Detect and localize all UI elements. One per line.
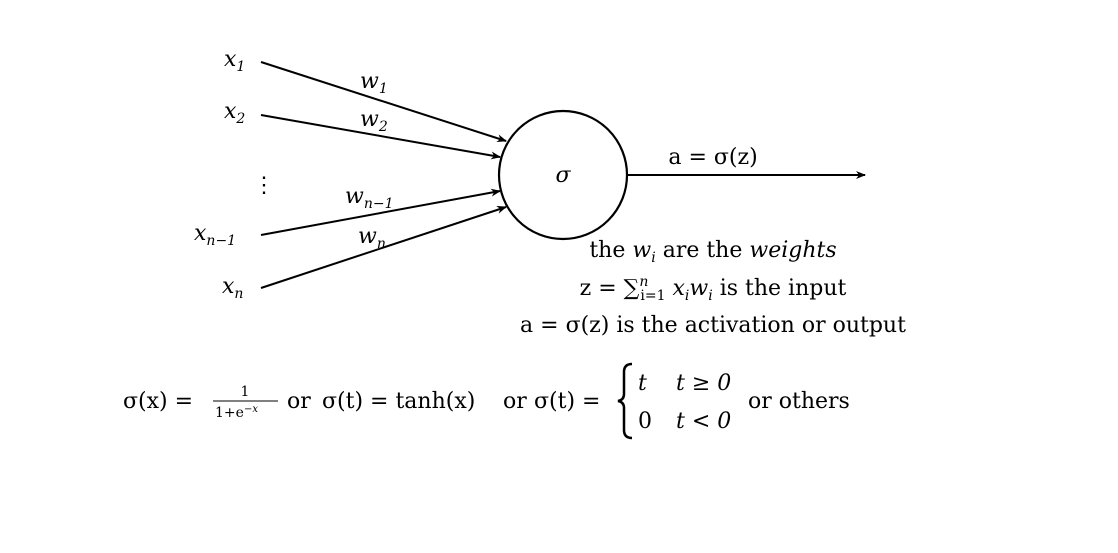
or-text-2: or bbox=[496, 389, 534, 414]
relu-lhs: σ(t) = bbox=[534, 389, 600, 414]
edge-x2 bbox=[260, 114, 501, 160]
input-label-x2: x2 bbox=[224, 99, 245, 127]
activation-functions: σ(x) = 1 1+e−x or σ(t) = tanh(x) or σ(t)… bbox=[123, 362, 850, 440]
case2-condition: t < 0 bbox=[676, 409, 731, 434]
cases-brace bbox=[617, 362, 633, 440]
edge-x1 bbox=[260, 61, 507, 143]
weight-label-wn: wn bbox=[358, 224, 386, 252]
input-label-xn-1: xn−1 bbox=[194, 221, 236, 249]
case2-value: 0 bbox=[638, 409, 652, 434]
edge-xn-1 bbox=[260, 188, 501, 236]
ellipsis: ⋮ bbox=[253, 173, 275, 198]
tanh-formula: σ(t) = tanh(x) bbox=[322, 389, 475, 414]
neuron-label: σ bbox=[555, 163, 571, 188]
or-others: or others bbox=[748, 389, 850, 414]
or-text-1: or bbox=[280, 389, 318, 414]
edge-xn bbox=[260, 206, 507, 289]
sigmoid-lhs: σ(x) = bbox=[123, 389, 193, 414]
note-activation: a = σ(z) is the activation or output bbox=[520, 313, 906, 338]
sigmoid-numerator: 1 bbox=[241, 384, 250, 400]
case1-condition: t ≥ 0 bbox=[676, 371, 731, 396]
input-label-xn: xn bbox=[222, 274, 243, 302]
note-weights: the wi are the weights bbox=[589, 238, 836, 266]
weight-label-wn-1: wn−1 bbox=[345, 184, 394, 212]
case1-value: t bbox=[638, 371, 647, 396]
input-label-x1: x1 bbox=[224, 47, 245, 75]
sigmoid-denominator: 1+e−x bbox=[215, 404, 258, 421]
weight-label-w2: w2 bbox=[360, 107, 388, 135]
weight-label-w1: w1 bbox=[360, 69, 388, 97]
output-label: a = σ(z) bbox=[668, 145, 757, 170]
